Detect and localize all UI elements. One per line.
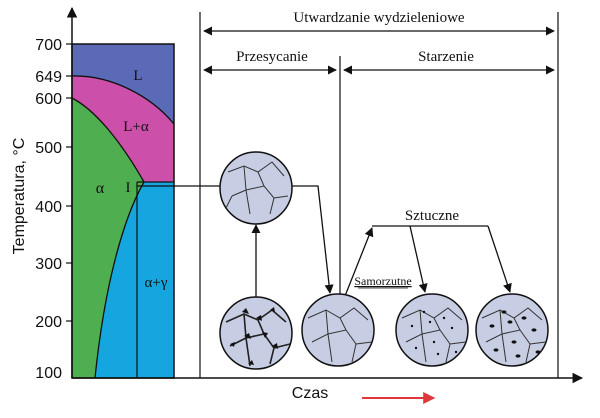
y-tick-700: 700 bbox=[35, 37, 62, 54]
process-timeline: Utwardzanie wydzieleniowe Przesycanie St… bbox=[199, 10, 559, 378]
y-tick-600: 600 bbox=[35, 91, 62, 108]
region-liquid-alpha bbox=[72, 75, 174, 182]
phase-diagram bbox=[71, 43, 175, 379]
phase-label-liquid-alpha: L+α bbox=[123, 119, 149, 135]
microstructure-quenched bbox=[301, 293, 375, 367]
y-tick-500: 500 bbox=[35, 140, 62, 157]
step-solution-treatment: Przesycanie bbox=[236, 49, 308, 65]
y-tick-200: 200 bbox=[35, 314, 62, 331]
y-tick-400: 400 bbox=[35, 199, 62, 216]
x-axis-label: Czas bbox=[292, 385, 328, 402]
region-alpha-gamma bbox=[95, 182, 174, 378]
microstructure-supersaturated bbox=[219, 151, 293, 225]
microstructure-natural-aged bbox=[395, 293, 469, 367]
region-liquid bbox=[72, 44, 174, 124]
y-tick-649: 649 bbox=[35, 69, 62, 86]
y-axis-label: Temperatura, °C bbox=[11, 138, 28, 255]
label-artificial-aging: Sztuczne bbox=[405, 208, 459, 224]
phase-label-alpha: α bbox=[96, 180, 105, 197]
microstructure-artificial-aged bbox=[475, 293, 549, 367]
process-flow bbox=[137, 185, 512, 298]
phase-label-liquid: L bbox=[133, 68, 142, 84]
process-title: Utwardzanie wydzieleniowe bbox=[293, 10, 465, 26]
marker-label-i: I bbox=[126, 180, 131, 196]
label-natural-aging: Samorzutne bbox=[354, 274, 411, 288]
region-alpha bbox=[72, 98, 144, 378]
step-aging: Starzenie bbox=[418, 49, 474, 65]
phase-label-alpha-gamma: α+γ bbox=[145, 275, 168, 291]
y-tick-300: 300 bbox=[35, 256, 62, 273]
axes: 700 649 600 500 400 300 200 100 Temperat… bbox=[11, 6, 584, 404]
microstructure-initial bbox=[219, 296, 293, 370]
y-tick-100: 100 bbox=[35, 365, 62, 382]
